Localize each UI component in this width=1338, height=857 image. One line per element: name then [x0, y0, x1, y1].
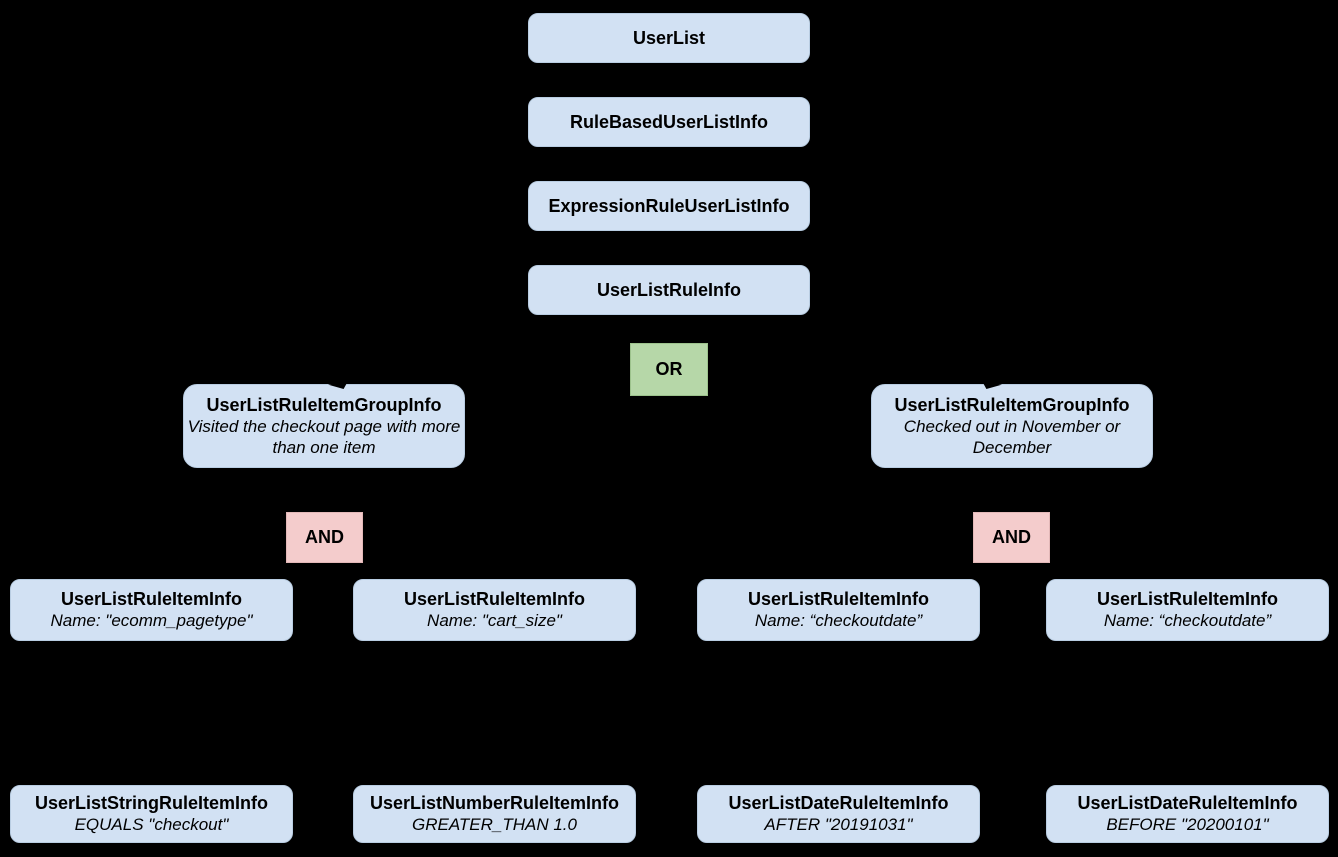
or-operator-label: OR — [655, 359, 683, 379]
connector-arrowhead-icon — [982, 381, 1002, 389]
and-operator-left-label: AND — [305, 527, 344, 547]
node-operand-label: UserListDateRuleItemInfo — [728, 793, 949, 813]
node-ruleitemgroup-left-label: UserListRuleItemGroupInfo — [206, 394, 442, 415]
node-ruleitemgroup-right: UserListRuleItemGroupInfo Checked out in… — [871, 384, 1153, 468]
node-ruleitem-description: Name: “checkoutdate” — [754, 611, 923, 630]
node-ruleitem-label: UserListRuleItemInfo — [747, 589, 930, 609]
and-operator-node-right: AND — [973, 512, 1050, 563]
node-dateruleitem-before: UserListDateRuleItemInfo BEFORE "2020010… — [1046, 785, 1329, 843]
node-rulebaseduserlistinfo-label: RuleBasedUserListInfo — [569, 111, 769, 132]
node-rulebaseduserlistinfo: RuleBasedUserListInfo — [528, 97, 810, 147]
node-operand-label: UserListNumberRuleItemInfo — [369, 793, 620, 813]
node-ruleitemgroup-right-description: Checked out in November or December — [903, 416, 1121, 457]
node-userlist-label: UserList — [632, 27, 706, 48]
node-ruleitem-checkoutdate-1: UserListRuleItemInfo Name: “checkoutdate… — [697, 579, 980, 641]
node-operand-description: GREATER_THAN 1.0 — [411, 815, 577, 834]
node-numberruleitem-greater-than: UserListNumberRuleItemInfo GREATER_THAN … — [353, 785, 636, 843]
node-operand-description: BEFORE "20200101" — [1106, 815, 1269, 834]
node-expressionruleuserlistinfo-label: ExpressionRuleUserListInfo — [548, 195, 790, 216]
node-ruleitemgroup-right-label: UserListRuleItemGroupInfo — [894, 394, 1130, 415]
node-ruleitem-cart-size: UserListRuleItemInfo Name: "cart_size" — [353, 579, 636, 641]
node-ruleitem-label: UserListRuleItemInfo — [60, 589, 243, 609]
node-ruleitem-description: Name: "cart_size" — [427, 611, 562, 630]
node-userlistruleinfo: UserListRuleInfo — [528, 265, 810, 315]
or-operator-node: OR — [630, 343, 708, 396]
node-operand-description: EQUALS "checkout" — [74, 815, 229, 834]
node-operand-label: UserListDateRuleItemInfo — [1077, 793, 1298, 813]
and-operator-right-label: AND — [992, 527, 1031, 547]
and-operator-node-left: AND — [286, 512, 363, 563]
node-ruleitem-label: UserListRuleItemInfo — [1096, 589, 1279, 609]
node-operand-label: UserListStringRuleItemInfo — [34, 793, 269, 813]
connector-arrowhead-icon — [328, 381, 348, 389]
node-dateruleitem-after: UserListDateRuleItemInfo AFTER "20191031… — [697, 785, 980, 843]
node-ruleitem-description: Name: "ecomm_pagetype" — [50, 611, 253, 630]
node-ruleitem-description: Name: “checkoutdate” — [1103, 611, 1272, 630]
node-userlistruleinfo-label: UserListRuleInfo — [596, 279, 742, 300]
node-ruleitemgroup-left: UserListRuleItemGroupInfo Visited the ch… — [183, 384, 465, 468]
node-ruleitem-label: UserListRuleItemInfo — [403, 589, 586, 609]
node-ruleitemgroup-left-description: Visited the checkout page with more than… — [187, 416, 461, 457]
node-stringruleitem-equals-checkout: UserListStringRuleItemInfo EQUALS "check… — [10, 785, 293, 843]
node-expressionruleuserlistinfo: ExpressionRuleUserListInfo — [528, 181, 810, 231]
node-ruleitem-checkoutdate-2: UserListRuleItemInfo Name: “checkoutdate… — [1046, 579, 1329, 641]
node-ruleitem-ecomm-pagetype: UserListRuleItemInfo Name: "ecomm_pagety… — [10, 579, 293, 641]
node-userlist: UserList — [528, 13, 810, 63]
node-operand-description: AFTER "20191031" — [764, 815, 913, 834]
